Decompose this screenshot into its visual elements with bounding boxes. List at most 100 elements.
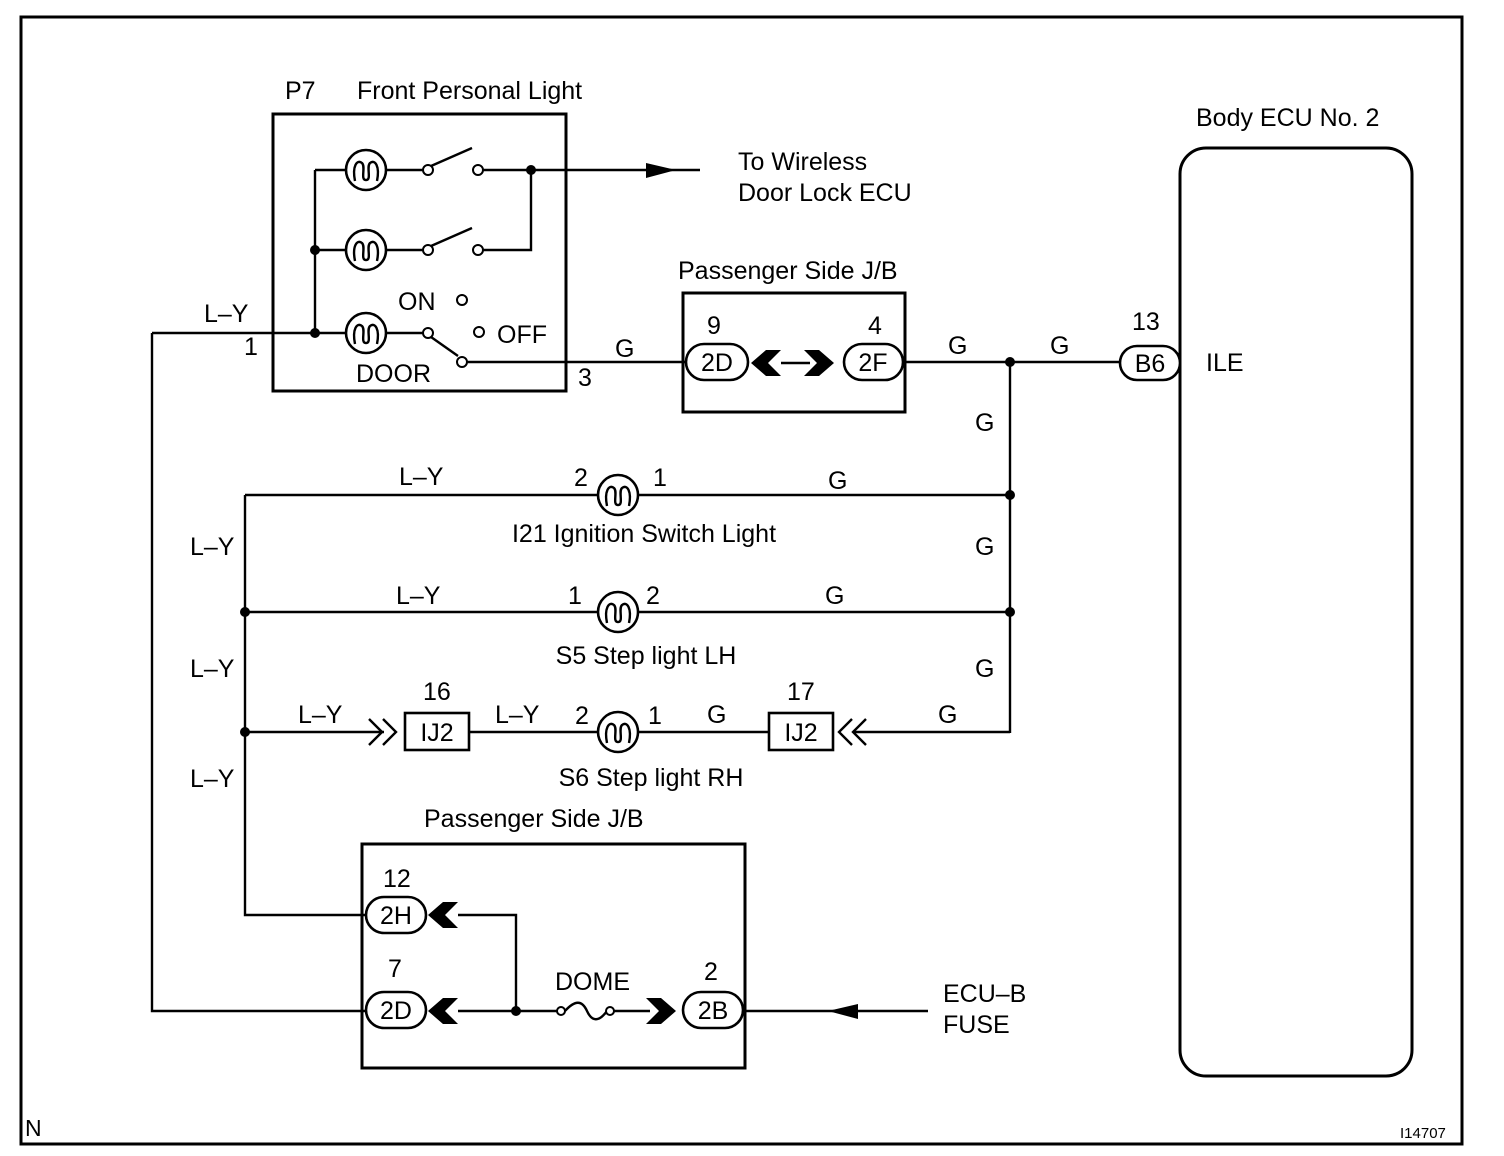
pin-1-label: 1 bbox=[244, 333, 258, 361]
figure-id: I14707 bbox=[1400, 1125, 1446, 1142]
ecu-box bbox=[1178, 146, 1414, 1078]
s5-label: S5 Step light LH bbox=[556, 642, 737, 670]
wire-label-g: G bbox=[615, 335, 634, 363]
connector-ij2-left-label: IJ2 bbox=[420, 719, 453, 747]
door-label: DOOR bbox=[356, 360, 431, 388]
jb-bottom-box bbox=[360, 842, 747, 1070]
pin-2-label: 2 bbox=[704, 958, 718, 986]
pin-3-label: 3 bbox=[578, 364, 592, 392]
wireless-line1: To Wireless bbox=[738, 148, 867, 176]
switch-contact bbox=[472, 164, 484, 176]
wireless-line2: Door Lock ECU bbox=[738, 179, 912, 207]
connector-2d-top bbox=[684, 342, 750, 382]
on-contact bbox=[456, 294, 468, 306]
connector-2d-top-label: 2D bbox=[701, 349, 733, 377]
wire-label-g: G bbox=[975, 655, 994, 683]
wire-label-ly: L–Y bbox=[204, 300, 249, 328]
passenger-jb-bottom: Passenger Side J/B 2H 12 2D 7 DOME 2B 2 bbox=[360, 805, 747, 1070]
switch-contact bbox=[422, 244, 434, 256]
arrow-head bbox=[646, 163, 676, 178]
s6-pin-left: 2 bbox=[575, 702, 589, 730]
jb-chevron bbox=[646, 998, 676, 1024]
door-contact bbox=[456, 356, 468, 368]
switch-contact bbox=[422, 164, 434, 176]
connector-2h bbox=[364, 895, 428, 935]
jb-chevron bbox=[428, 902, 458, 928]
ignition-switch-light: 2 1 I21 Ignition Switch Light bbox=[245, 464, 1015, 548]
ecu-b-line1: ECU–B bbox=[943, 980, 1026, 1008]
junction-dot bbox=[310, 245, 320, 255]
step-light-lh: 1 2 S5 Step light LH bbox=[245, 582, 1015, 670]
s5-pin-left: 1 bbox=[568, 582, 582, 610]
junction-dot bbox=[1005, 490, 1015, 500]
jb-bottom-internal-top bbox=[458, 913, 518, 1011]
front-light-title: Front Personal Light bbox=[357, 77, 582, 105]
body-ecu-no2: Body ECU No. 2 B6 13 ILE bbox=[1118, 104, 1414, 1078]
pin-4-label: 4 bbox=[868, 312, 882, 340]
jb-chevron-left bbox=[751, 350, 781, 376]
wire-label-g: G bbox=[938, 701, 957, 729]
connector-16-label: 16 bbox=[423, 678, 451, 706]
wire-label-g: G bbox=[975, 409, 994, 437]
wire-label-ly: L–Y bbox=[190, 765, 235, 793]
connector-2d-bottom bbox=[364, 990, 428, 1030]
wire-ly-outer bbox=[150, 333, 366, 1013]
off-label: OFF bbox=[497, 321, 547, 349]
bulb-icon bbox=[596, 590, 640, 634]
bulb-icon bbox=[596, 710, 640, 754]
connector-2d-bottom-label: 2D bbox=[380, 997, 412, 1025]
jb-chevron bbox=[428, 998, 458, 1024]
wire-label-g: G bbox=[828, 467, 847, 495]
switch-contact bbox=[472, 244, 484, 256]
dome-fuse-label: DOME bbox=[555, 968, 630, 996]
wire-label-ly: L–Y bbox=[396, 582, 441, 610]
wire-label-ly: L–Y bbox=[298, 701, 343, 729]
junction-dot bbox=[1005, 607, 1015, 617]
connector-chevron bbox=[368, 718, 398, 746]
arrow-head bbox=[828, 1004, 858, 1019]
off-contact bbox=[473, 326, 485, 338]
front-light-id: P7 bbox=[285, 77, 316, 105]
outer-frame bbox=[19, 15, 1464, 1146]
connector-ij2-right bbox=[767, 711, 835, 752]
jb-top-title: Passenger Side J/B bbox=[678, 257, 898, 285]
i21-pin-left: 2 bbox=[574, 464, 588, 492]
jb-top-box bbox=[681, 291, 907, 414]
frame-code: N bbox=[25, 1115, 42, 1141]
s5-pin-right: 2 bbox=[646, 582, 660, 610]
ile-terminal-label: ILE bbox=[1206, 349, 1244, 377]
wire-label-g: G bbox=[825, 582, 844, 610]
switch2-out-wire bbox=[483, 170, 533, 252]
junction-dot bbox=[511, 1006, 521, 1016]
i21-pin-right: 1 bbox=[653, 464, 667, 492]
connector-b6-label: B6 bbox=[1135, 350, 1166, 378]
passenger-jb-top: Passenger Side J/B 2D 9 2F 4 bbox=[467, 257, 907, 414]
front-light-box bbox=[271, 112, 568, 393]
i21-label: I21 Ignition Switch Light bbox=[512, 520, 776, 548]
step-light-rh: IJ2 16 IJ2 17 2 1 S6 Step light RH bbox=[245, 678, 1010, 792]
fuse-icon bbox=[556, 1001, 615, 1021]
wire-label-ly: L–Y bbox=[190, 533, 235, 561]
s6-label: S6 Step light RH bbox=[559, 764, 744, 792]
connector-ij2-left bbox=[403, 711, 471, 752]
switch-blade bbox=[430, 146, 473, 168]
wire-label-g: G bbox=[948, 332, 967, 360]
bulb-icon bbox=[344, 148, 388, 192]
s6-pin-right: 1 bbox=[648, 702, 662, 730]
pin-12-label: 12 bbox=[383, 865, 411, 893]
front-personal-light: P7 Front Personal Light bbox=[152, 77, 700, 393]
junction-dot bbox=[310, 328, 320, 338]
door-switch-blade bbox=[430, 336, 459, 357]
wire-label-g: G bbox=[707, 701, 726, 729]
connector-ij2-right-label: IJ2 bbox=[784, 719, 817, 747]
wire-ly-inner-bus bbox=[243, 495, 366, 917]
bulb-icon bbox=[344, 228, 388, 272]
ecu-b-line2: FUSE bbox=[943, 1011, 1010, 1039]
wire-label-ly: L–Y bbox=[399, 463, 444, 491]
switch-contact bbox=[422, 327, 434, 339]
connector-2h-label: 2H bbox=[380, 902, 412, 930]
connector-2f-label: 2F bbox=[858, 349, 887, 377]
wire-label-g: G bbox=[1050, 332, 1069, 360]
pin-13-label: 13 bbox=[1132, 308, 1160, 336]
